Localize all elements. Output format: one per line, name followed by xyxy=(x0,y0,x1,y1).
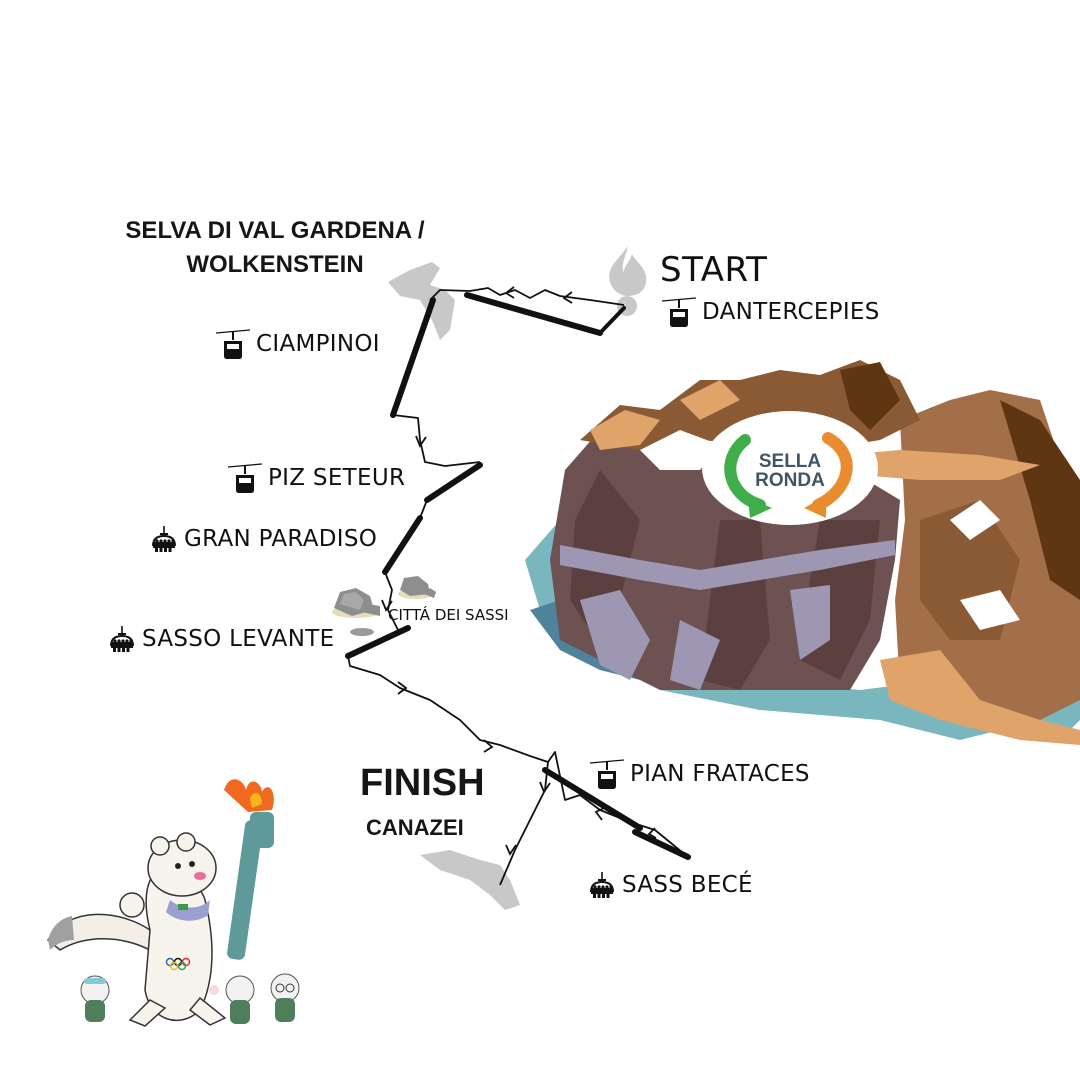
gondola-icon xyxy=(662,297,696,327)
station-name: GRAN PARADISO xyxy=(184,526,378,552)
chairlift-icon xyxy=(590,872,614,898)
station-name: SASS BECÉ xyxy=(622,872,753,898)
gondola-icon xyxy=(228,463,262,493)
selva-town-shape xyxy=(388,262,455,340)
logo-line-2: RONDA xyxy=(755,470,825,491)
finish-label: FINISH xyxy=(360,762,485,804)
start-place-title: SELVA DI VAL GARDENA / WOLKENSTEIN xyxy=(95,214,455,282)
mascot-illustration xyxy=(47,779,300,1027)
station-name: PIZ SETEUR xyxy=(268,465,406,491)
station-name: SASSO LEVANTE xyxy=(142,626,335,652)
start-place-line-1: SELVA DI VAL GARDENA / xyxy=(125,217,425,244)
station-gran-paradiso: GRAN PARADISO xyxy=(150,524,377,554)
station-sasso-levante: SASSO LEVANTE xyxy=(108,624,334,654)
chairlift-icon xyxy=(152,526,176,552)
start-label: START xyxy=(660,250,768,290)
logo-line-1: SELLA xyxy=(758,451,822,472)
direction-arrows xyxy=(381,286,657,856)
station-name: DANTERCEPIES xyxy=(702,299,880,325)
start-place-line-2: WOLKENSTEIN xyxy=(186,251,364,278)
station-piz-seteur: PIZ SETEUR xyxy=(228,462,405,494)
station-sass-bece: SASS BECÉ xyxy=(588,870,753,900)
station-dantercepies: DANTERCEPIES xyxy=(662,296,880,328)
gondola-icon xyxy=(216,329,250,359)
ski-runs xyxy=(347,287,689,886)
landmark-citta-dei-sassi: CITTÁ DEI SASSI xyxy=(388,606,509,624)
station-ciampinoi: CIAMPINOI xyxy=(216,328,380,360)
finish-place: CANAZEI xyxy=(366,815,464,840)
station-pian-frataces: PIAN FRATACES xyxy=(590,758,810,790)
rocks-icon xyxy=(332,576,436,636)
lift-lines xyxy=(345,292,691,860)
chairlift-icon xyxy=(110,626,134,652)
sella-ronda-logo: SELLA RONDA xyxy=(745,452,835,490)
canazei-town-shape xyxy=(420,850,520,910)
station-name: PIAN FRATACES xyxy=(630,761,810,787)
flame-icon xyxy=(609,246,647,316)
station-name: CIAMPINOI xyxy=(256,331,380,357)
gondola-icon xyxy=(590,759,624,789)
